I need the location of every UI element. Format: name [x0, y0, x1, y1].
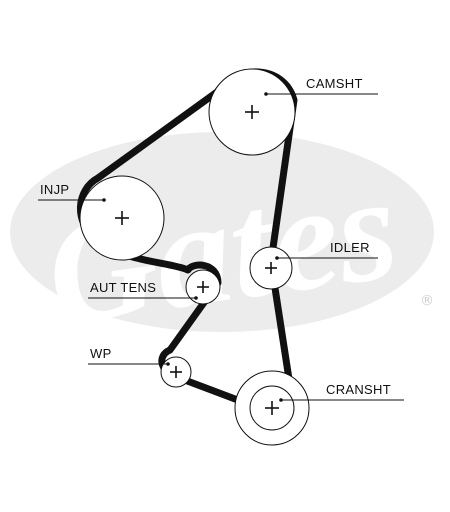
leader-lines: [38, 92, 404, 402]
pulley-idler: [249, 246, 293, 290]
label-cransht: CRANSHT: [326, 382, 391, 397]
pulley-injp: [79, 175, 165, 261]
pulley-auttens: [185, 269, 221, 305]
label-wp: WP: [90, 346, 112, 361]
pulley-camsht: [208, 68, 296, 156]
registered-mark: ®: [420, 293, 434, 309]
pulley-wp: [160, 356, 192, 388]
label-injp: INJP: [40, 182, 69, 197]
label-auttens: AUT TENS: [90, 280, 156, 295]
label-idler: IDLER: [330, 240, 370, 255]
pulley-cransht: [234, 370, 310, 446]
gates-logo-watermark: Gates ®: [10, 132, 434, 357]
label-camsht: CAMSHT: [306, 76, 363, 91]
